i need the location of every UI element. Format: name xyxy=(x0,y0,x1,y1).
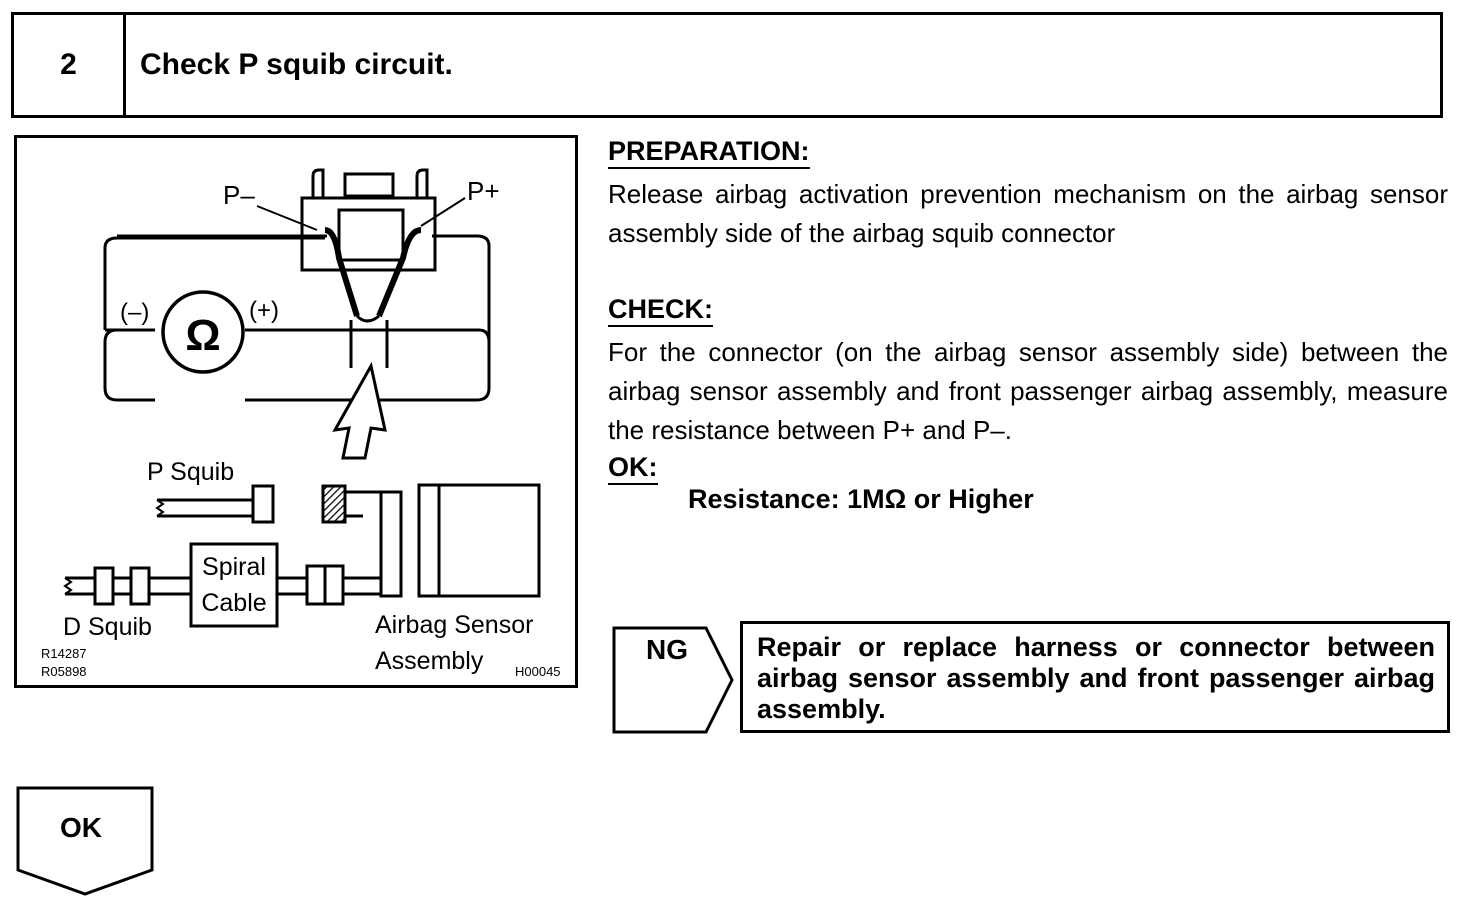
ng-action-text: Repair or replace harness or connector b… xyxy=(757,632,1435,724)
check-section: CHECK: For the connector (on the airbag … xyxy=(608,290,1448,450)
airbag-sensor-assembly xyxy=(417,483,541,598)
ng-arrow-icon xyxy=(612,626,734,734)
connector-latch-right xyxy=(415,168,429,198)
resistance-spec: Resistance: 1MΩ or Higher xyxy=(688,484,1034,514)
label-assembly: Assembly xyxy=(375,647,484,675)
d-squib-connector xyxy=(93,566,115,606)
ohmmeter-icon xyxy=(161,290,245,374)
label-positive: (+) xyxy=(249,297,279,324)
check-heading: CHECK: xyxy=(608,293,713,327)
circuit-diagram: P– P+ (–) (+) Ω P Squib Spiral Cable D S… xyxy=(14,135,578,688)
spiral-cable xyxy=(189,542,279,628)
ok-arrow-icon xyxy=(16,786,154,896)
label-spiral: Spiral xyxy=(202,553,266,581)
meter-wire-upper-left xyxy=(103,236,325,330)
circuit-diagram-drawing: P– P+ (–) (+) Ω P Squib Spiral Cable D S… xyxy=(41,168,561,679)
preparation-heading: PREPARATION: xyxy=(608,135,810,169)
ok-spec-section: OK: xyxy=(608,448,1448,487)
meter-wire-upper xyxy=(105,234,327,332)
label-cable: Cable xyxy=(201,589,266,617)
ok-heading: OK: xyxy=(608,451,658,485)
step-title: Check P squib circuit. xyxy=(140,48,453,81)
ok-result-label: OK xyxy=(60,812,102,843)
ohm-symbol: Ω xyxy=(185,311,220,360)
ng-action-box: Repair or replace harness or connector b… xyxy=(740,621,1450,733)
label-p-plus: P+ xyxy=(467,176,500,206)
check-text: For the connector (on the airbag sensor … xyxy=(608,337,1448,445)
label-p-minus: P– xyxy=(223,180,255,210)
meter-wire-left xyxy=(103,328,155,402)
squib-connector xyxy=(300,196,437,272)
label-negative: (–) xyxy=(120,299,149,326)
sensor-p-connector xyxy=(321,484,347,524)
p-squib-connector xyxy=(251,484,275,524)
meter-wire-top xyxy=(245,320,491,343)
meter-wire-right xyxy=(245,234,491,402)
label-airbag-sensor: Airbag Sensor xyxy=(375,611,533,639)
label-p-squib: P Squib xyxy=(147,458,234,486)
connector-top xyxy=(343,172,395,198)
view-arrow xyxy=(332,361,387,460)
ng-label: NG xyxy=(646,634,688,665)
figure-code-3: H00045 xyxy=(515,664,561,679)
figure-code-1: R14287 xyxy=(41,646,87,661)
connector-latch-left xyxy=(311,168,325,198)
preparation-text: Release airbag activation prevention mec… xyxy=(608,179,1448,248)
step-number: 2 xyxy=(14,15,126,115)
step-header: 2 Check P squib circuit. xyxy=(11,12,1443,118)
figure-code-2: R05898 xyxy=(41,664,87,679)
connector-inner xyxy=(337,208,405,262)
sensor-connector-bar xyxy=(379,490,403,598)
preparation-section: PREPARATION: Release airbag activation p… xyxy=(608,132,1448,253)
label-d-squib: D Squib xyxy=(63,613,152,641)
